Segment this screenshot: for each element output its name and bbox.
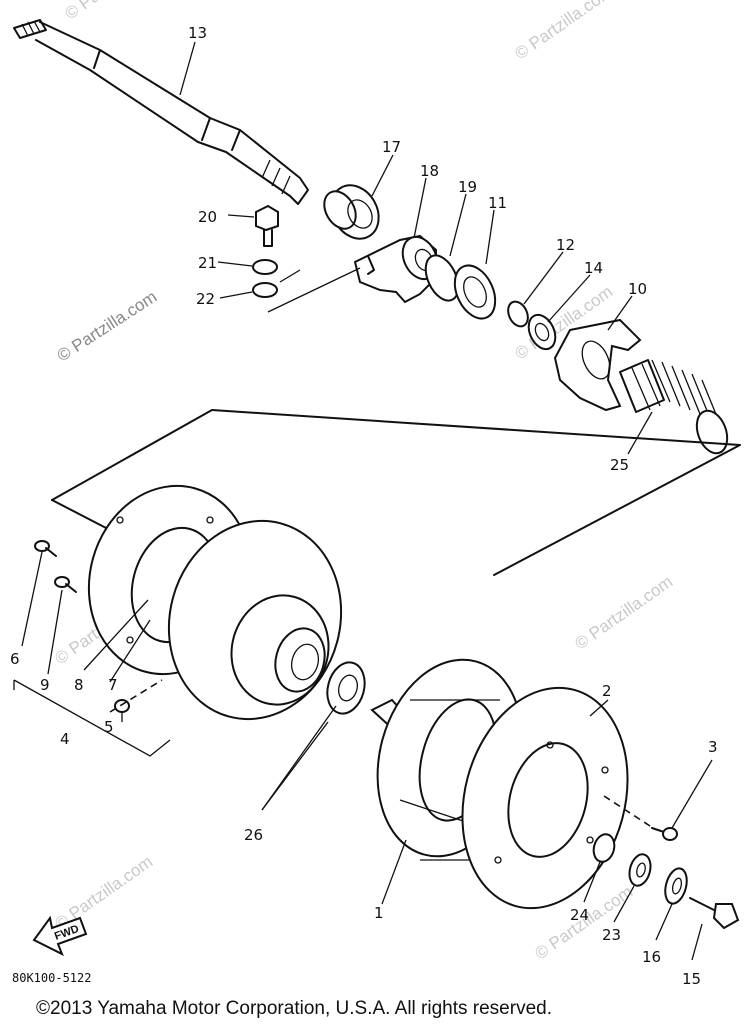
part-label-7: 7 xyxy=(108,676,118,694)
washer-part-23 xyxy=(628,853,652,887)
part-label-11: 11 xyxy=(488,194,507,212)
screw-part-3 xyxy=(651,827,678,841)
part-label-4: 4 xyxy=(60,730,70,748)
part-label-16: 16 xyxy=(642,948,661,966)
part-label-2: 2 xyxy=(602,682,612,700)
bolt-part-9 xyxy=(54,576,77,593)
pin-part-5 xyxy=(114,699,130,713)
part-label-15: 15 xyxy=(682,970,701,988)
group-bracket-4 xyxy=(13,679,171,757)
leader-line xyxy=(603,795,651,827)
part-label-21: 21 xyxy=(198,254,217,272)
leader-line xyxy=(279,269,301,283)
clip-part-12 xyxy=(507,300,529,328)
part-label-8: 8 xyxy=(74,676,84,694)
leader-lines xyxy=(21,41,713,961)
fixed-sheave-part-4 xyxy=(87,484,343,721)
bracket-part-18 xyxy=(353,234,439,304)
watermark: © Partzilla.com xyxy=(54,287,160,365)
part-label-20: 20 xyxy=(198,208,217,226)
part-labels: 13 17 18 19 11 20 21 22 12 14 10 25 6 9 … xyxy=(10,24,718,988)
watermark: © Partzilla.com xyxy=(511,0,616,63)
washer-part-16 xyxy=(664,867,688,905)
part-label-6: 6 xyxy=(10,650,20,668)
nut-part-22 xyxy=(252,282,278,298)
part-label-5: 5 xyxy=(104,718,114,736)
assembly-outline xyxy=(51,409,741,576)
bolt-part-20 xyxy=(255,204,279,247)
cam-part-10 xyxy=(553,318,642,412)
drawing-code: 80K100-5122 xyxy=(12,971,91,985)
leader-line xyxy=(109,679,163,713)
part-label-1: 1 xyxy=(374,904,384,922)
leader-line xyxy=(267,267,361,313)
washer-part-11 xyxy=(453,264,497,320)
forward-arrow-icon: FWD xyxy=(32,915,88,957)
bolt-part-15 xyxy=(689,897,740,930)
washer-part-14 xyxy=(527,313,557,351)
part-label-23: 23 xyxy=(602,926,621,944)
part-label-24: 24 xyxy=(570,906,589,924)
part-label-25: 25 xyxy=(610,456,629,474)
part-label-17: 17 xyxy=(382,138,401,156)
bolt-part-6 xyxy=(34,540,57,557)
part-label-19: 19 xyxy=(458,178,477,196)
washer-part-21 xyxy=(252,259,278,275)
bushing-part-26 xyxy=(326,661,366,715)
ring-part-19 xyxy=(424,254,460,302)
part-label-22: 22 xyxy=(196,290,215,308)
part-label-13: 13 xyxy=(188,24,207,42)
watermark: © Partzilla.com xyxy=(51,852,156,933)
bearing-part-17 xyxy=(323,184,380,240)
part-label-12: 12 xyxy=(556,236,575,254)
part-label-3: 3 xyxy=(708,738,718,756)
copyright-notice: ©2013 Yamaha Motor Corporation, U.S.A. A… xyxy=(36,998,552,1019)
part-label-14: 14 xyxy=(584,259,603,277)
watermark: © Partzilla.com xyxy=(61,0,166,23)
part-label-9: 9 xyxy=(40,676,50,694)
part-label-10: 10 xyxy=(628,280,647,298)
watermark: © Partzilla.com xyxy=(571,572,676,653)
shaft-part-13 xyxy=(13,19,309,205)
part-label-18: 18 xyxy=(420,162,439,180)
plate-part-2 xyxy=(461,686,629,910)
assembly-outline xyxy=(51,499,111,531)
collar-part-24 xyxy=(592,833,616,863)
part-label-26: 26 xyxy=(244,826,263,844)
